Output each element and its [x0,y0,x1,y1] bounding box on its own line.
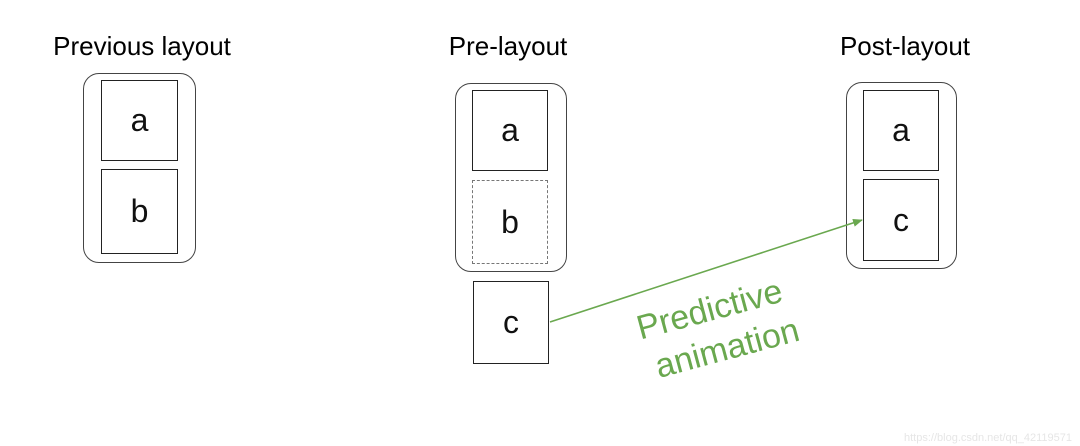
previous-item-b: b [101,169,178,254]
previous-layout-title: Previous layout [53,31,231,61]
arrow-line [549,218,863,323]
post-layout-container [846,82,957,269]
watermark: https://blog.csdn.net/qq_42119571 [904,432,1072,444]
pre-item-a: a [472,90,548,171]
previous-layout-container [83,73,196,263]
pre-layout-container [455,83,567,272]
post-item-a: a [863,90,939,171]
pre-item-c: c [473,281,549,364]
post-item-c: c [863,179,939,261]
pre-item-b-ghost: b [472,180,548,264]
arrow-label: Predictive animation [633,272,804,386]
post-layout-title: Post-layout [839,31,971,61]
pre-layout-title: Pre-layout [448,31,568,61]
previous-item-a: a [101,80,178,161]
